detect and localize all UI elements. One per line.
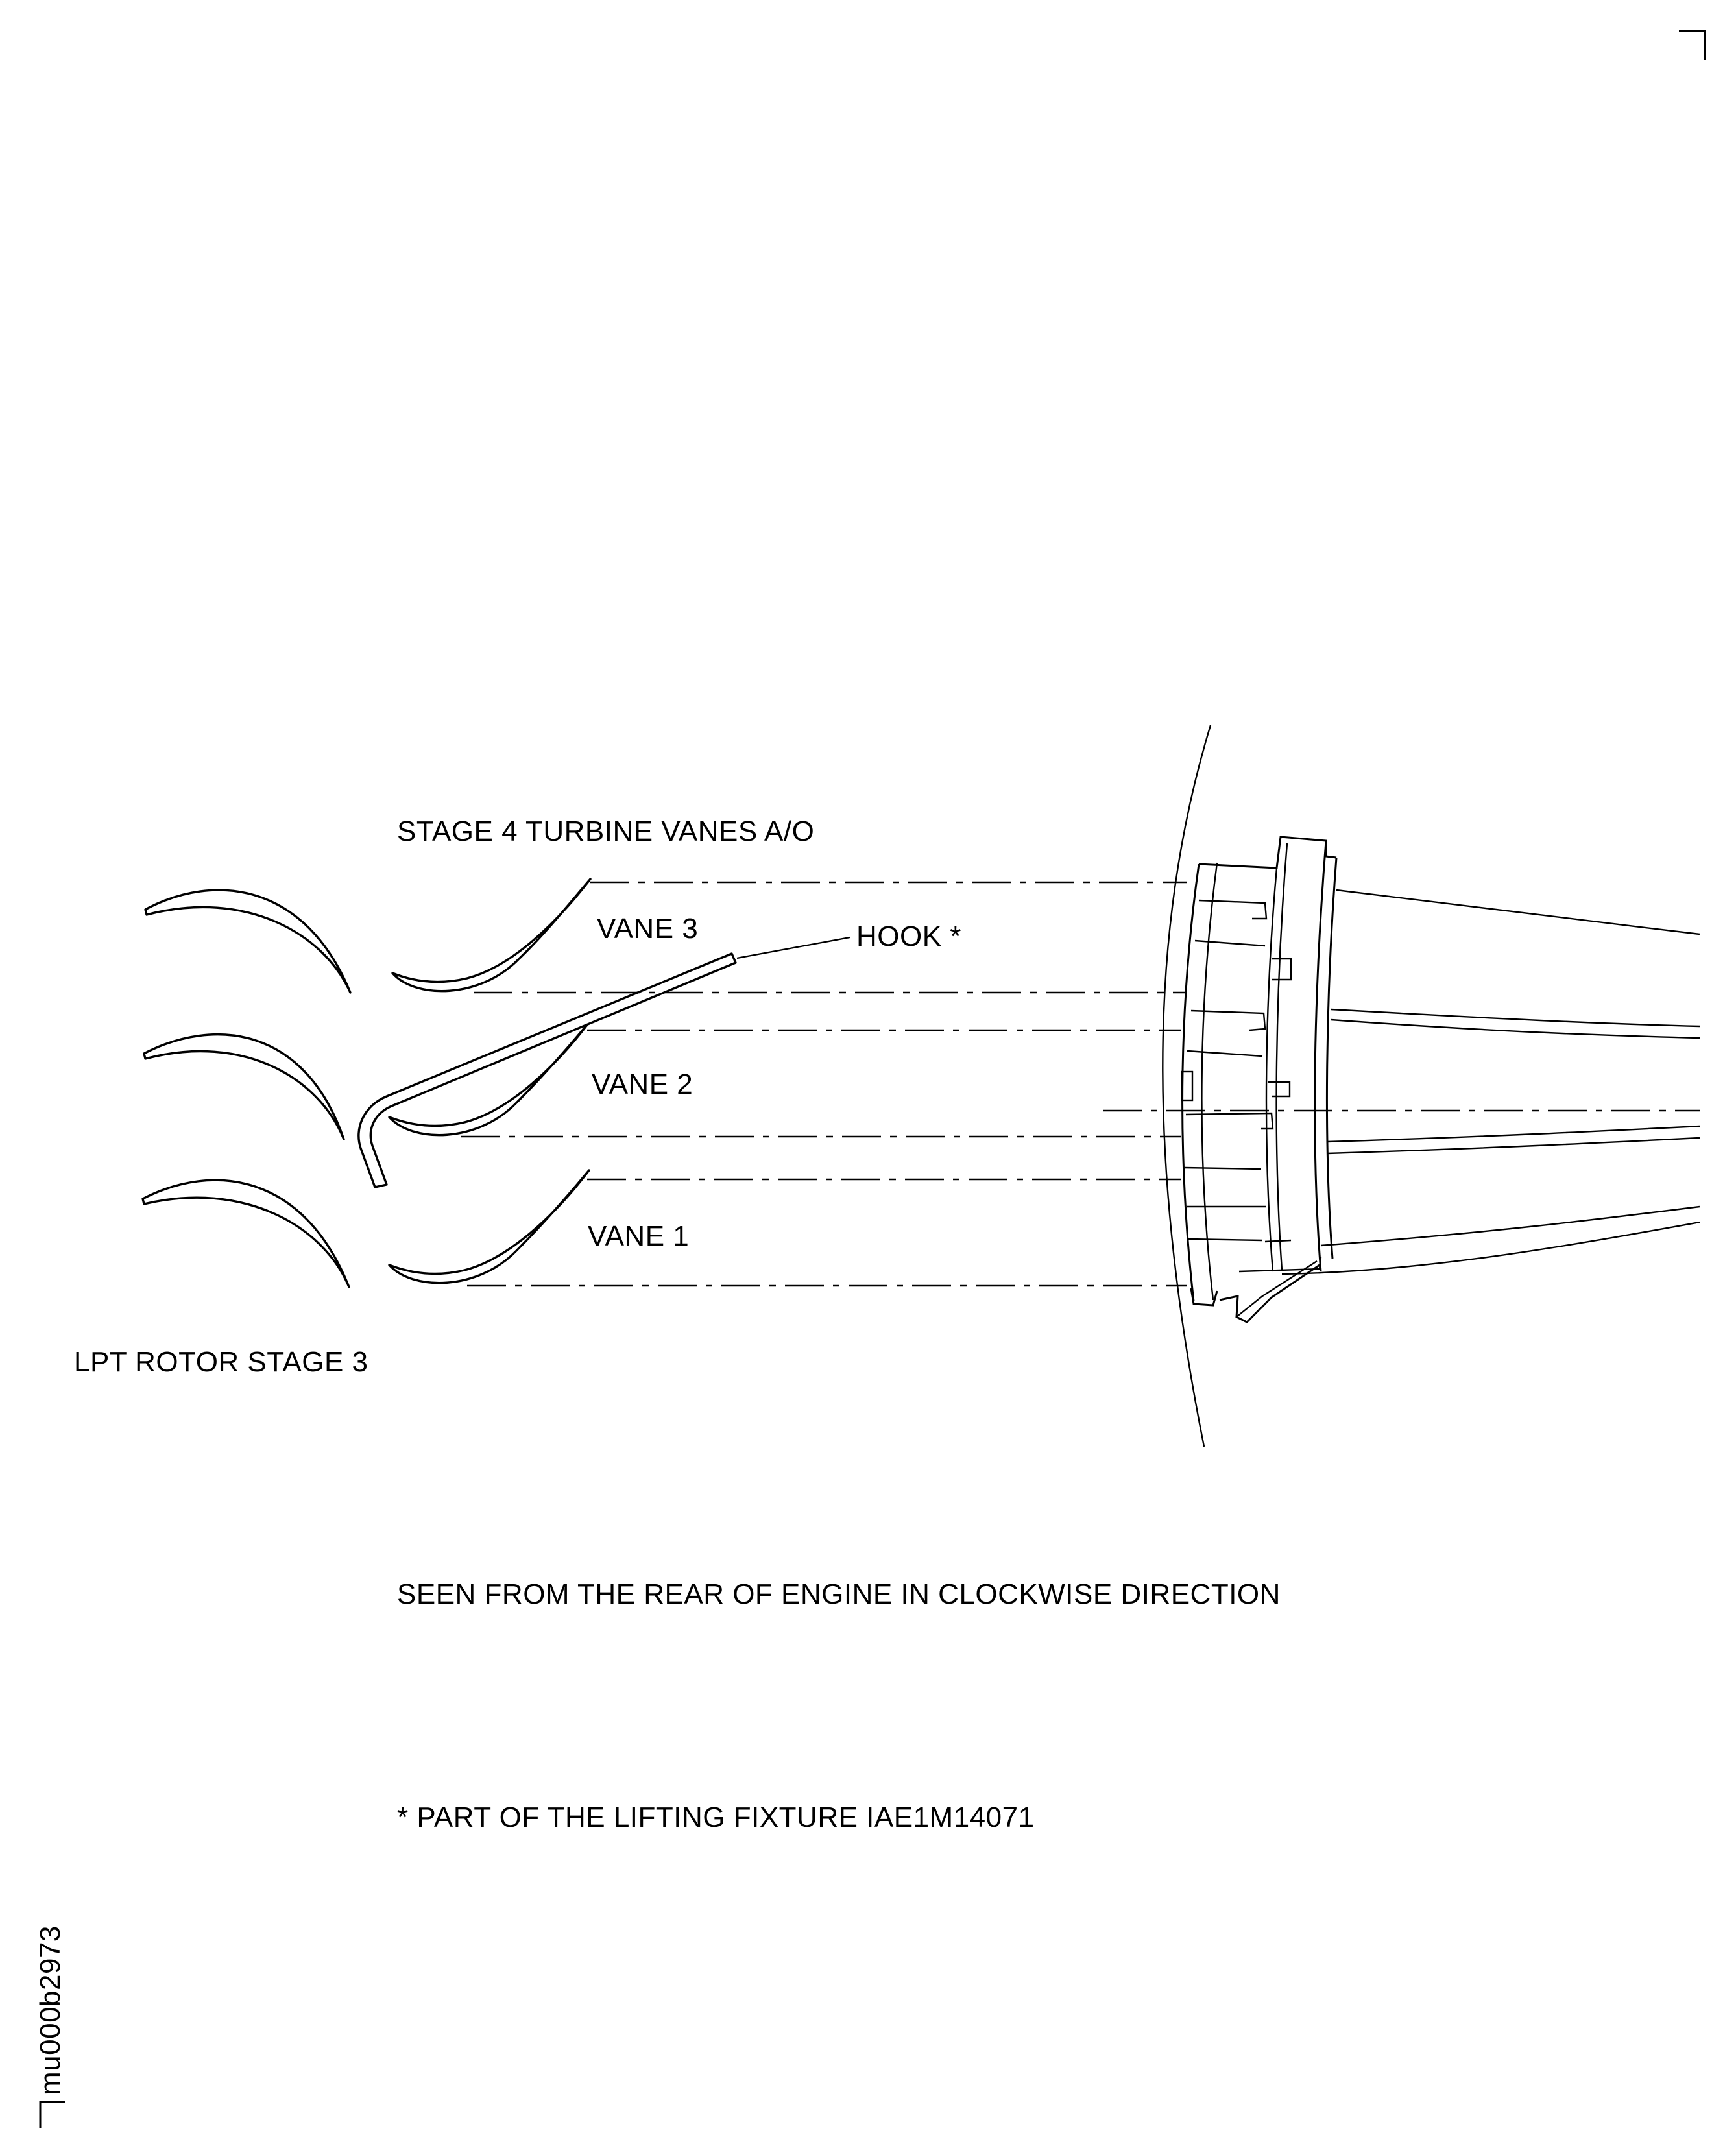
label-hook: HOOK * [856,921,961,952]
label-vane-1: VANE 1 [588,1220,689,1252]
rotor-blade-top [144,889,352,994]
fixture-note: * PART OF THE LIFTING FIXTURE IAE1M14071 [397,1802,1035,1833]
lpt-rotor-blades [141,889,352,1288]
rotor-blade-bottom [141,1179,350,1288]
rotor-blade-middle [143,1033,345,1140]
label-vane-2: VANE 2 [592,1068,693,1100]
crop-mark-bottom-left [39,2101,65,2128]
hook-rod [357,952,737,1188]
figure-id: mu000b2973 [34,1925,66,2095]
stage4-vanes [388,878,592,1284]
hook [357,936,850,1188]
label-vane-3: VANE 3 [597,913,698,945]
vane-2-airfoil [388,1021,590,1137]
hook-leader-line [736,936,850,959]
engine-casing-section [1162,725,1700,1447]
vane-1-airfoil [388,1169,590,1284]
label-stage4-vanes: STAGE 4 TURBINE VANES A/O [397,815,814,847]
view-note: SEEN FROM THE REAR OF ENGINE IN CLOCKWIS… [397,1578,1281,1610]
label-lpt-rotor: LPT ROTOR STAGE 3 [74,1346,368,1378]
casing-arc [1162,725,1212,1447]
vane-3-airfoil [391,878,592,993]
crop-mark-top-right [1679,30,1706,60]
